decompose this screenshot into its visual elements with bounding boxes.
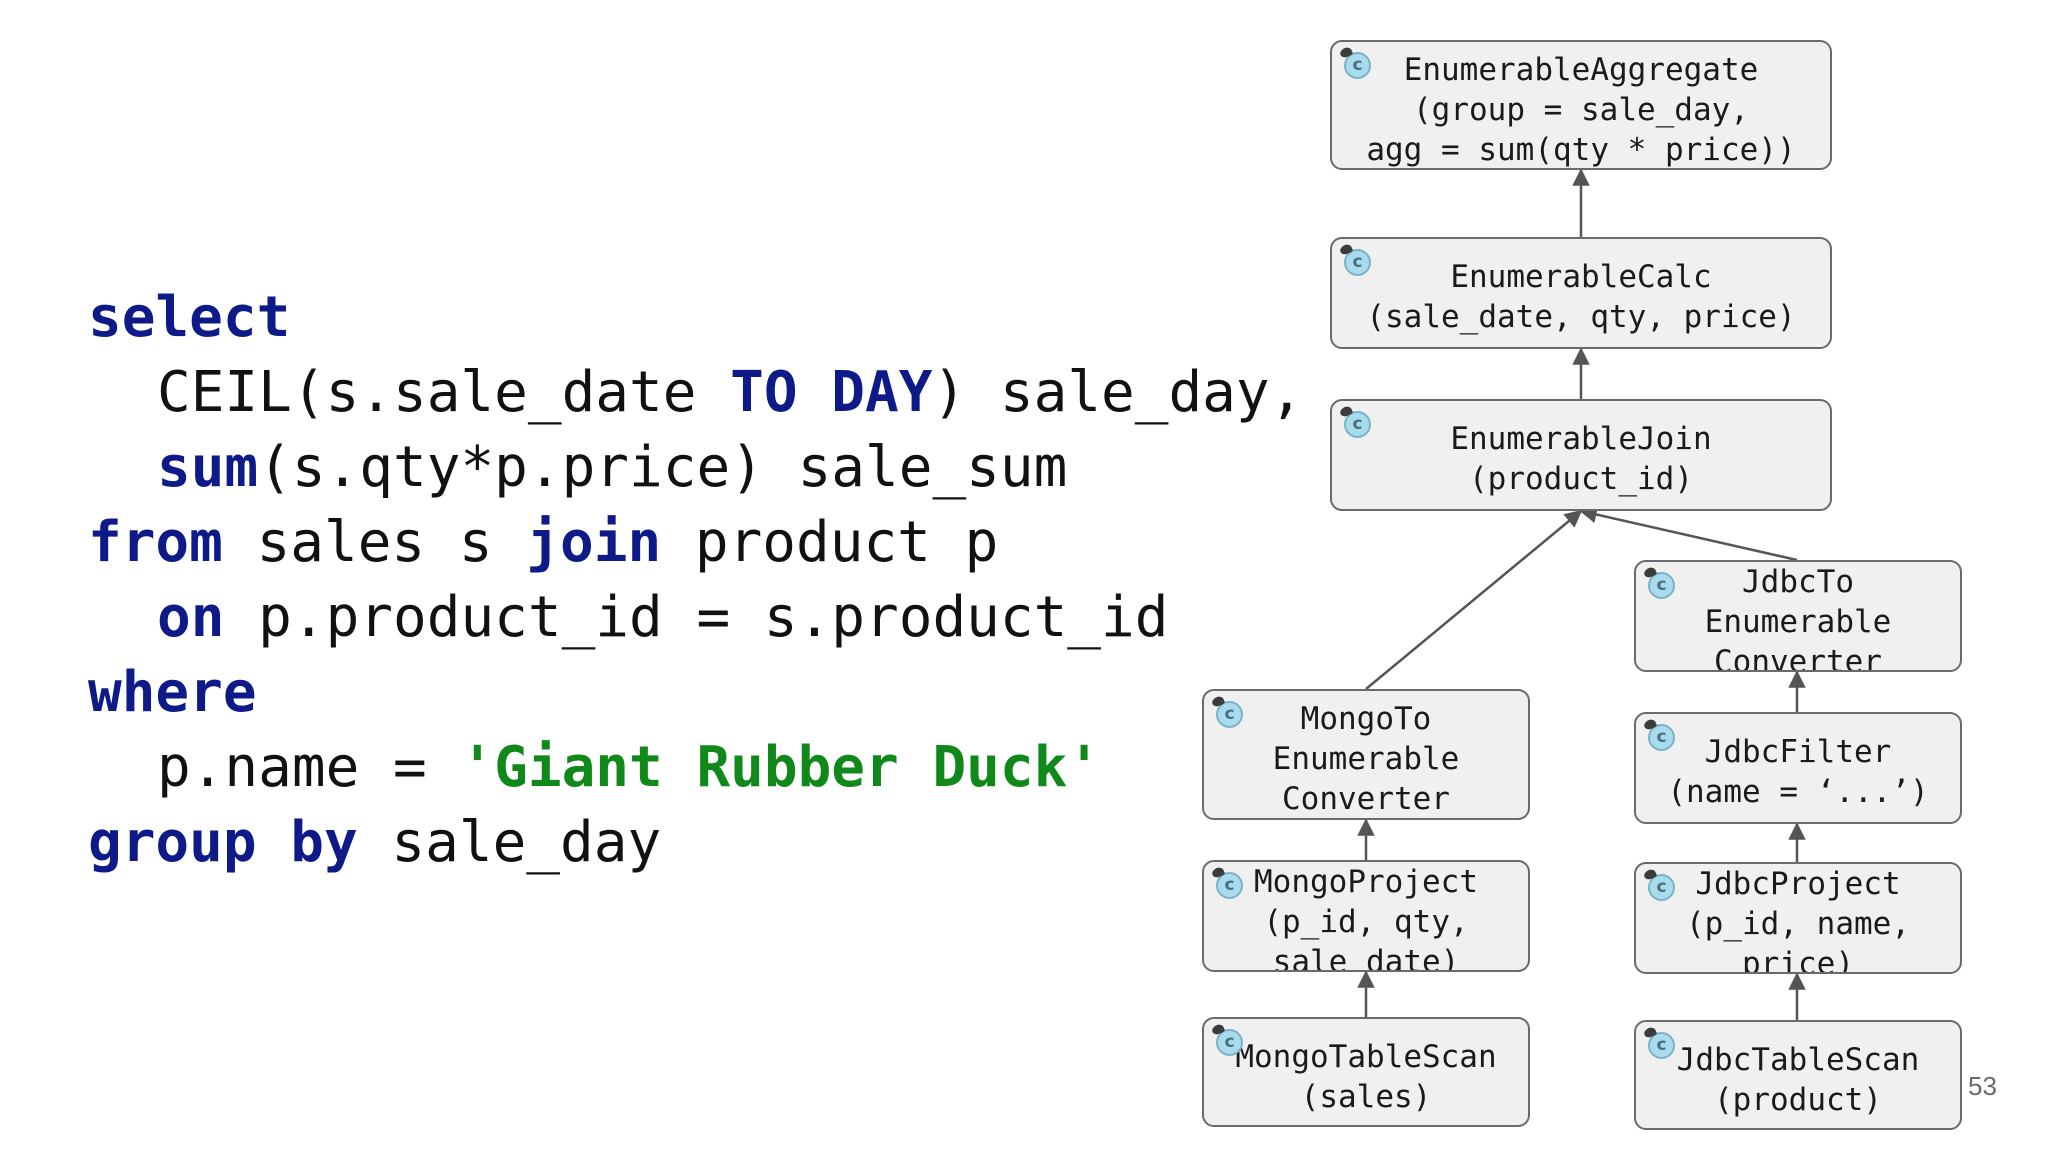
node-label-line: (product): [1714, 1082, 1882, 1118]
code-line: on p.product_id = s.product_id: [88, 580, 1303, 655]
edge-arrow: [1365, 509, 1583, 690]
sql-keyword: TO DAY: [730, 360, 933, 425]
class-icon: c: [1216, 872, 1243, 899]
sql-keyword: join: [526, 510, 662, 575]
sql-text: (s.qty*p.price) sale_sum: [258, 435, 1068, 500]
enumerable-join-node: c EnumerableJoin (product_id): [1330, 399, 1832, 511]
enumerable-calc-node: c EnumerableCalc (sale_date, qty, price): [1330, 237, 1832, 349]
node-label-line: agg = sum(qty * price)): [1366, 132, 1796, 168]
code-line: p.name = 'Giant Rubber Duck': [88, 730, 1303, 805]
class-icon: c: [1216, 701, 1243, 728]
sql-keyword: group by: [88, 810, 358, 875]
node-label-line: (sale_date, qty, price): [1366, 299, 1796, 335]
code-line: CEIL(s.sale_date TO DAY) sale_day,: [88, 355, 1303, 430]
class-icon: c: [1344, 411, 1371, 438]
class-icon: c: [1216, 1029, 1243, 1056]
node-label-line: Enumerable: [1704, 604, 1892, 640]
sql-text: CEIL(s.sale_date: [157, 360, 731, 425]
class-icon: c: [1648, 874, 1675, 901]
node-label-line: price): [1742, 946, 1854, 974]
sql-text: product p: [661, 510, 999, 575]
sql-text: sale_day: [357, 810, 662, 875]
node-label-line: MongoTo: [1300, 701, 1432, 737]
code-line: from sales s join product p: [88, 505, 1303, 580]
sql-keyword: from: [88, 510, 223, 575]
node-label-line: EnumerableCalc: [1450, 259, 1712, 295]
edge-arrow: [1579, 505, 1798, 562]
node-label-line: (p_id, qty,: [1263, 904, 1469, 940]
node-label-line: JdbcFilter: [1704, 734, 1892, 770]
jdbc-project-node: c JdbcProject (p_id, name, price): [1634, 862, 1962, 974]
sql-text: p.product_id = s.product_id: [224, 585, 1169, 650]
node-label-line: (sales): [1300, 1079, 1432, 1115]
node-label-line: MongoTableScan: [1235, 1039, 1497, 1075]
class-icon: c: [1344, 52, 1371, 79]
node-label-line: (p_id, name,: [1686, 906, 1910, 942]
sql-keyword: sum: [157, 435, 259, 500]
node-label-line: EnumerableAggregate: [1403, 52, 1759, 88]
sql-keyword: select: [88, 285, 291, 350]
node-label-line: (name = ‘...’): [1667, 774, 1929, 810]
enumerable-aggregate-node: c EnumerableAggregate (group = sale_day,ag…: [1330, 40, 1832, 170]
code-line: sum(s.qty*p.price) sale_sum: [88, 430, 1303, 505]
mongo-project-node: c MongoProject (p_id, qty, sale_date): [1202, 860, 1530, 972]
sql-string: 'Giant Rubber Duck': [460, 735, 1102, 800]
node-label-line: JdbcProject: [1695, 866, 1901, 902]
node-label-line: JdbcTableScan: [1676, 1042, 1920, 1078]
sql-text: ) sale_day,: [932, 360, 1304, 425]
node-label-line: (group = sale_day,: [1413, 92, 1749, 128]
class-icon: c: [1648, 724, 1675, 751]
class-icon: c: [1648, 1032, 1675, 1059]
jdbc-filter-node: c JdbcFilter (name = ‘...’): [1634, 712, 1962, 824]
sql-text: sales s: [222, 510, 527, 575]
sql-keyword: on: [157, 585, 225, 650]
code-line: where: [88, 655, 1303, 730]
node-label-line: JdbcTo: [1742, 564, 1854, 600]
node-label-line: MongoProject: [1254, 864, 1478, 900]
class-icon: c: [1648, 572, 1675, 599]
node-label-line: EnumerableJoin: [1450, 421, 1712, 457]
page-number: 53: [1968, 1071, 1997, 1101]
node-label-line: Converter: [1282, 781, 1450, 817]
code-line: select: [88, 280, 1303, 355]
node-label-line: (product_id): [1469, 461, 1693, 497]
node-label-line: sale_date): [1272, 944, 1460, 972]
class-icon: c: [1344, 249, 1371, 276]
sql-keyword: where: [88, 660, 257, 725]
sql-text: p.name =: [157, 735, 461, 800]
node-label-line: Converter: [1714, 644, 1882, 672]
node-label-line: Enumerable: [1272, 741, 1460, 777]
code-line: group by sale_day: [88, 805, 1303, 880]
